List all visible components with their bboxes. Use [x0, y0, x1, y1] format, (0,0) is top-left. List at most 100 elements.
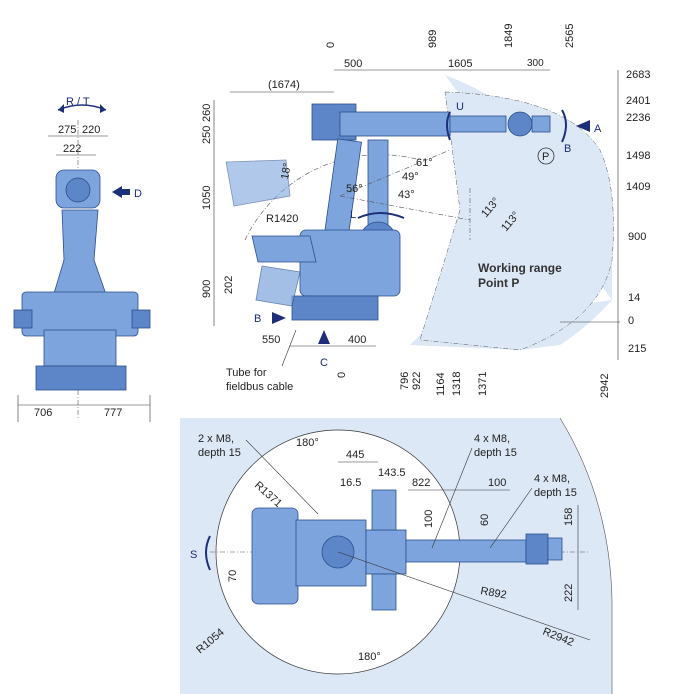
front-view: R / T 275 220 222 D 706 777 [13, 96, 151, 422]
dim-220: 220 [82, 124, 100, 136]
c-axis-label: C [320, 357, 328, 369]
angle-180-top: 180° [296, 437, 319, 449]
dim-989: 989 [427, 30, 439, 48]
note1-line1: 2 x M8, [198, 433, 234, 445]
dim-2942: 2942 [599, 374, 611, 398]
dim-1318: 1318 [451, 372, 463, 396]
dim-300: 300 [527, 58, 544, 69]
angle-49: 49° [402, 171, 419, 183]
front-base [35, 365, 127, 391]
dim-100-side: 100 [423, 510, 435, 528]
angle-56: 56° [346, 183, 363, 195]
working-range-area [419, 91, 614, 351]
b2-arrow-icon [272, 312, 286, 324]
top-view: 180° 180° 2 x M8, depth 15 4 x M8, depth… [180, 417, 613, 694]
angle-18: 18° [279, 162, 294, 180]
d-axis-label: D [134, 188, 142, 200]
leader-line [281, 329, 297, 367]
tube-label-line2: fieldbus cable [226, 381, 293, 393]
dim-158: 158 [563, 508, 575, 526]
note3-line2: depth 15 [534, 487, 577, 499]
leader-line [337, 551, 591, 641]
radius-r1420: R1420 [266, 213, 298, 225]
note2-line1: 4 x M8, [474, 433, 510, 445]
ghost-arm [225, 159, 291, 207]
dim-16-5: 16.5 [340, 477, 361, 489]
dim-215: 215 [628, 343, 646, 355]
front-motor-left [13, 309, 33, 329]
p-label: P [542, 151, 549, 163]
b2-axis-label: B [254, 313, 261, 325]
point-p-marker [537, 147, 555, 165]
front-arm [51, 209, 109, 301]
motor-pack-1 [251, 235, 317, 263]
top-flange [547, 537, 563, 561]
u-axis-label: U [456, 101, 464, 113]
dim-222: 222 [63, 143, 81, 155]
motor-pack-2 [255, 265, 301, 307]
dim-60: 60 [479, 514, 491, 526]
dim-822: 822 [412, 477, 430, 489]
dim-1371: 1371 [477, 372, 489, 396]
d-arrow-icon [112, 186, 130, 198]
working-range-label: Working range [478, 261, 562, 275]
dim-1498: 1498 [626, 150, 650, 162]
dim-900-right: 900 [628, 231, 646, 243]
dim-275: 275 [58, 124, 76, 136]
angle-61: 61° [416, 157, 433, 169]
r2942-arc [559, 417, 613, 694]
base-turret [299, 229, 401, 297]
s-rotation-arrow [205, 535, 211, 571]
tube-label-line1: Tube for [226, 367, 267, 379]
reach-arc [244, 154, 421, 241]
point-p-label: Point P [478, 276, 519, 290]
l-rotation-arrow [357, 212, 405, 219]
a-axis-label: A [594, 123, 602, 135]
dim-1849: 1849 [503, 24, 515, 48]
front-shoulder [21, 291, 139, 337]
top-arm [405, 539, 527, 563]
front-motor-right [131, 309, 151, 329]
side-view: Working range Point P 0 989 1849 2565 50… [201, 24, 650, 398]
dim-1605: 1605 [448, 58, 472, 70]
forearm [449, 115, 507, 133]
leader-line [431, 447, 473, 549]
s-axis-label: S [190, 549, 197, 561]
dim-1409: 1409 [626, 181, 650, 193]
dim-900-left: 900 [201, 280, 213, 298]
angle-43: 43° [398, 189, 415, 201]
dim-222-top: 222 [563, 584, 575, 602]
dim-706: 706 [34, 407, 52, 419]
top-motor-down [371, 573, 397, 611]
dim-400: 400 [348, 334, 366, 346]
front-wrist-flange [65, 177, 91, 203]
base-plate [291, 295, 379, 321]
upper-arm [339, 111, 451, 137]
dim-0-bottom: 0 [336, 372, 348, 378]
top-motor-up [371, 489, 397, 531]
angle-180-bottom: 180° [358, 651, 381, 663]
note3-line1: 4 x M8, [534, 473, 570, 485]
dim-1164: 1164 [435, 372, 447, 396]
dim-14: 14 [628, 292, 640, 304]
tool-flange [531, 115, 551, 133]
dim-0-top: 0 [325, 42, 337, 48]
angle-line [339, 195, 471, 221]
dim-70: 70 [227, 570, 239, 582]
dim-2401: 2401 [626, 95, 650, 107]
top-counterweight [251, 507, 299, 605]
dim-250: 250 [201, 126, 213, 144]
dim-202: 202 [223, 276, 235, 294]
rt-axis-label: R / T [66, 96, 90, 108]
dim-445: 445 [346, 449, 364, 461]
top-shoulder [365, 529, 407, 575]
a-arrow-icon [576, 120, 590, 132]
u-rotation-arrow [446, 111, 451, 141]
dim-922: 922 [411, 372, 423, 390]
arrow-icon [58, 104, 64, 113]
l-axis-label: L [350, 209, 356, 221]
leader-line [245, 439, 319, 515]
b-rotation-arrow [561, 109, 567, 143]
